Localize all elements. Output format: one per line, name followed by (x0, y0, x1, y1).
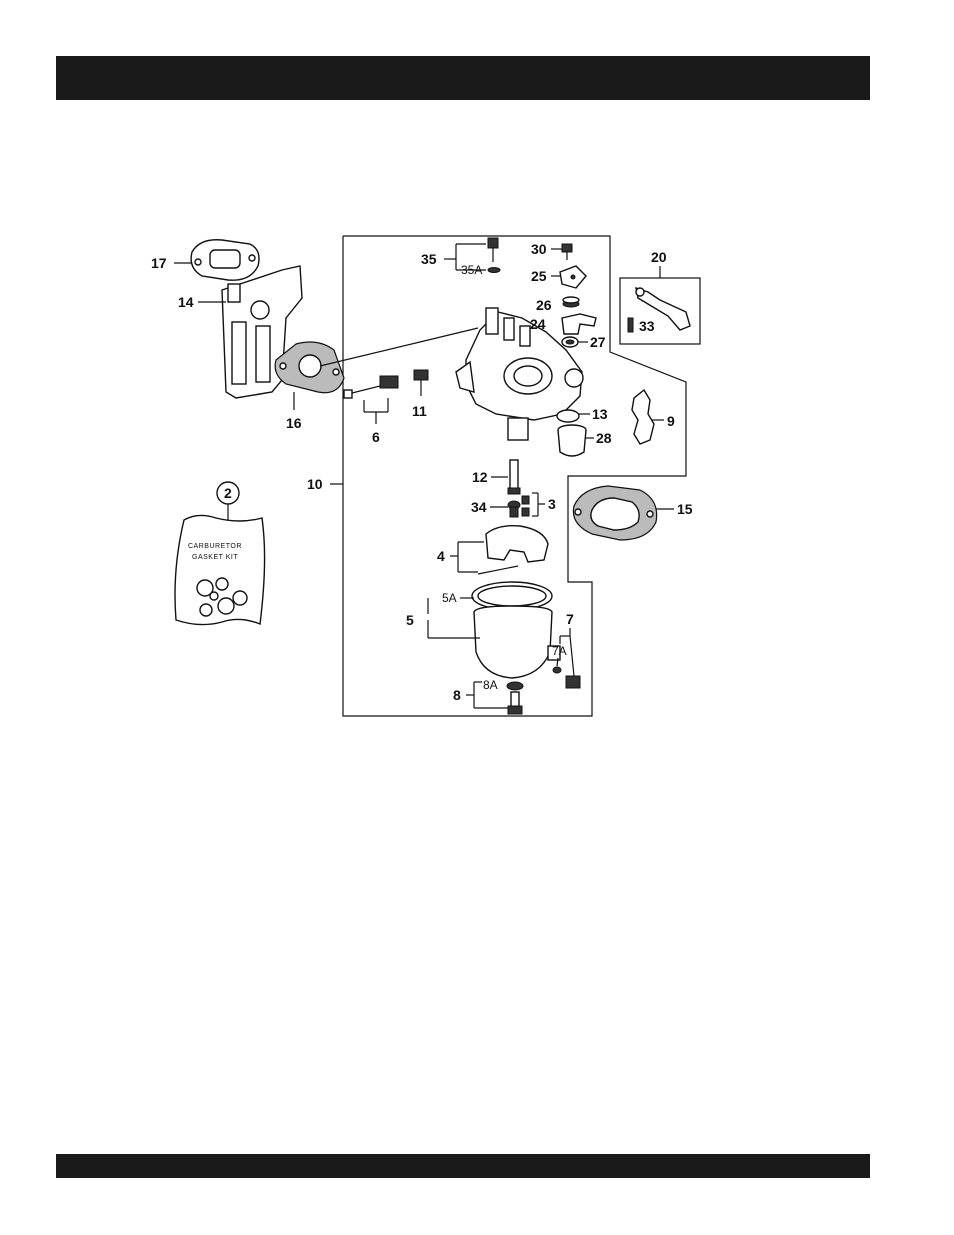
label-8a: 8A (483, 678, 498, 692)
kit-bag-line2: GASKET KIT (192, 554, 238, 561)
part-27-seal (562, 337, 578, 347)
kit-bag-line1: CARBURETOR (188, 543, 242, 550)
part-17-gasket (191, 240, 259, 280)
label-3: 3 (548, 496, 556, 512)
part-3-jet (522, 496, 529, 516)
label-16: 16 (286, 415, 302, 431)
part-28-cup (558, 425, 586, 456)
part-8-bolt (507, 682, 523, 714)
label-28: 28 (596, 430, 612, 446)
part-30-screw (562, 244, 572, 260)
label-34: 34 (471, 499, 487, 515)
label-25: 25 (531, 268, 547, 284)
label-12: 12 (472, 469, 488, 485)
label-27: 27 (590, 334, 606, 350)
part-33-pin (628, 318, 633, 332)
part-6-screw-set (344, 376, 398, 398)
part-12-needle (508, 460, 520, 494)
label-24: 24 (530, 316, 546, 332)
label-5a: 5A (442, 591, 457, 605)
label-15: 15 (677, 501, 693, 517)
label-26: 26 (536, 297, 552, 313)
label-35a: 35A (461, 263, 482, 277)
part-11-screw (414, 370, 428, 396)
part-16-insulator (275, 342, 344, 393)
part-9-throttle (632, 390, 654, 444)
part-25-plate (560, 266, 586, 288)
part-34-jet (508, 501, 520, 517)
part-13-o-ring (557, 410, 579, 422)
label-4: 4 (437, 548, 445, 564)
part-4-float (478, 526, 548, 574)
part-7-drain-screw (553, 667, 580, 688)
label-20: 20 (651, 249, 667, 265)
part-15-gasket (573, 486, 656, 540)
label-10: 10 (307, 476, 323, 492)
label-7: 7 (566, 611, 574, 627)
label-35: 35 (421, 251, 437, 267)
label-9: 9 (667, 413, 675, 429)
label-6: 6 (372, 429, 380, 445)
label-30: 30 (531, 241, 547, 257)
label-2: 2 (224, 485, 232, 501)
label-14: 14 (178, 294, 194, 310)
label-17: 17 (151, 255, 167, 271)
label-33: 33 (639, 318, 655, 334)
part-5-float-bowl (472, 582, 560, 678)
label-8: 8 (453, 687, 461, 703)
label-13: 13 (592, 406, 608, 422)
part-24-lever (562, 314, 596, 334)
part-35-screw (488, 238, 500, 273)
label-5: 5 (406, 612, 414, 628)
part-26-spring (563, 297, 579, 307)
label-11: 11 (412, 403, 427, 419)
label-7a: 7A (552, 644, 567, 658)
